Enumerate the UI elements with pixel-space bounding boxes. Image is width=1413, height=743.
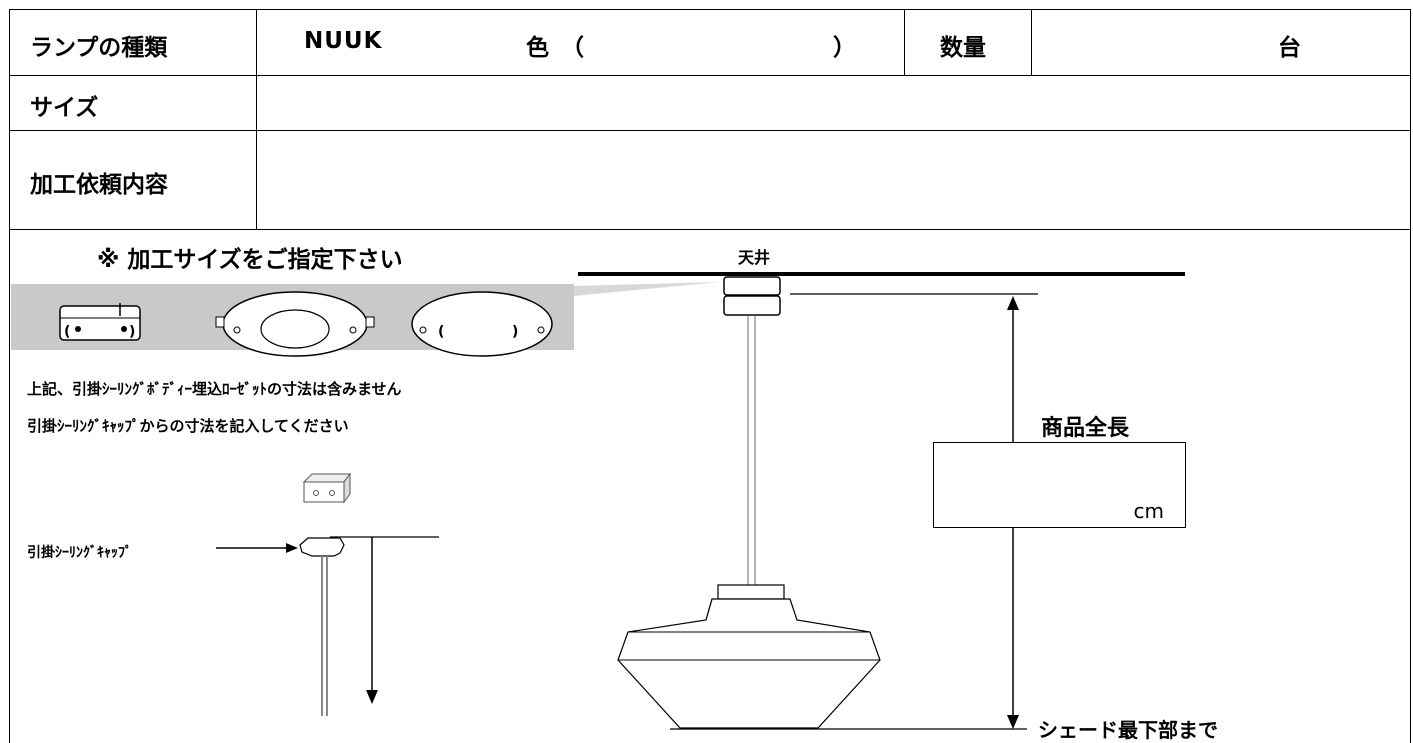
svg-text:): ) <box>129 324 135 340</box>
length-unit: cm <box>1133 499 1164 523</box>
row-divider <box>9 130 1411 131</box>
ceiling-label: 天井 <box>738 248 771 267</box>
instruction-heading: ※ 加工サイズをご指定下さい <box>97 247 403 273</box>
column-divider <box>1031 9 1032 75</box>
row-divider <box>9 229 1411 230</box>
color-label: 色（ <box>526 35 596 61</box>
bottom-of-shade-label: シェード最下部まで <box>1038 718 1218 742</box>
column-divider <box>904 9 905 75</box>
request-label: 加工依頼内容 <box>30 172 168 198</box>
color-close: ） <box>833 35 856 61</box>
svg-text:): ) <box>512 324 518 340</box>
svg-text:(: ( <box>64 324 70 340</box>
order-form <box>9 9 1411 743</box>
column-divider <box>256 9 257 229</box>
svg-text:(: ( <box>438 324 444 340</box>
total-length-input[interactable]: cm <box>933 442 1186 528</box>
quantity-unit: 台 <box>1278 35 1301 61</box>
quantity-label: 数量 <box>940 35 986 61</box>
note-excluded: 上記、引掛ｼｰﾘﾝｸﾞﾎﾞﾃﾞｨｰ埋込ﾛｰｾﾞｯﾄの寸法は含みません <box>27 380 402 398</box>
model-name: NUUK <box>304 28 383 54</box>
lamp-type-label: ランプの種類 <box>30 35 168 61</box>
row-divider <box>9 75 1411 76</box>
total-length-label: 商品全長 <box>1041 416 1130 441</box>
note-measure-from-cap: 引掛ｼｰﾘﾝｸﾞｷｬｯﾌﾟからの寸法を記入してください <box>27 417 349 435</box>
cap-label: 引掛ｼｰﾘﾝｸﾞｷｬｯﾌﾟ <box>27 545 132 561</box>
size-label: サイズ <box>30 95 99 121</box>
